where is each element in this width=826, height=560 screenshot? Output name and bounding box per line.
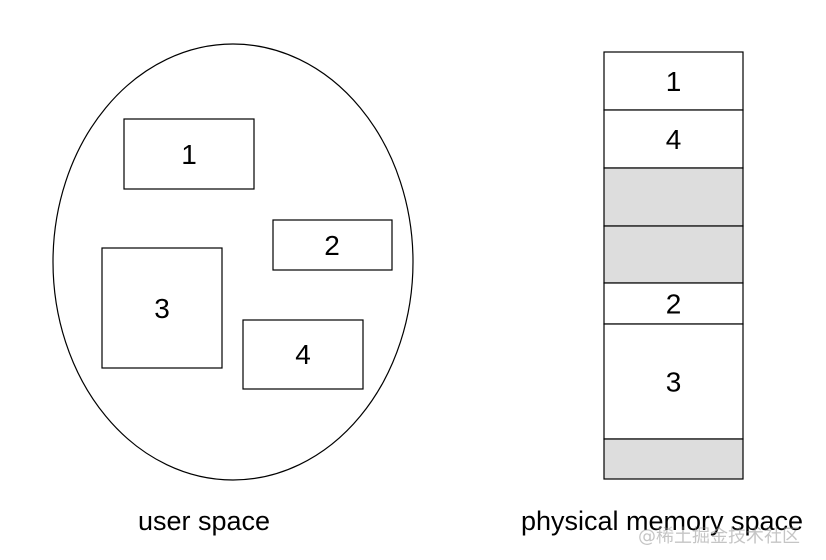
watermark: @稀土掘金技术社区 <box>638 526 800 547</box>
user-block-4: 4 <box>242 319 364 390</box>
physical-memory-column: 1 4 2 3 physical memory space <box>521 51 803 536</box>
memory-segment-label: 4 <box>666 124 682 155</box>
user-block-1-label: 1 <box>181 139 197 170</box>
physical-memory-caption: physical memory space <box>521 506 803 536</box>
memory-segment-free <box>603 225 744 284</box>
user-block-3-label: 3 <box>154 293 170 324</box>
memory-segment-free <box>603 167 744 227</box>
memory-segment-2: 2 <box>603 282 744 325</box>
user-block-2-label: 2 <box>324 230 340 261</box>
memory-segment-box <box>603 438 744 480</box>
user-block-3: 3 <box>101 247 223 369</box>
memory-segment-3: 3 <box>603 323 744 440</box>
memory-segment-label: 3 <box>666 367 682 398</box>
memory-segment-label: 2 <box>666 289 682 320</box>
user-block-4-label: 4 <box>295 339 311 370</box>
user-block-1: 1 <box>123 118 255 190</box>
memory-segment-box <box>603 225 744 284</box>
memory-segment-free <box>603 438 744 480</box>
user-block-2: 2 <box>272 219 393 271</box>
user-space-region: 1 2 3 4 user space <box>52 43 414 536</box>
user-space-caption: user space <box>138 506 270 536</box>
memory-segment-box <box>603 167 744 227</box>
memory-segment-1: 1 <box>603 51 744 111</box>
memory-segment-box <box>603 282 744 325</box>
memory-segment-box <box>603 323 744 440</box>
memory-segment-label: 1 <box>666 66 682 97</box>
memory-segment-4: 4 <box>603 109 744 169</box>
